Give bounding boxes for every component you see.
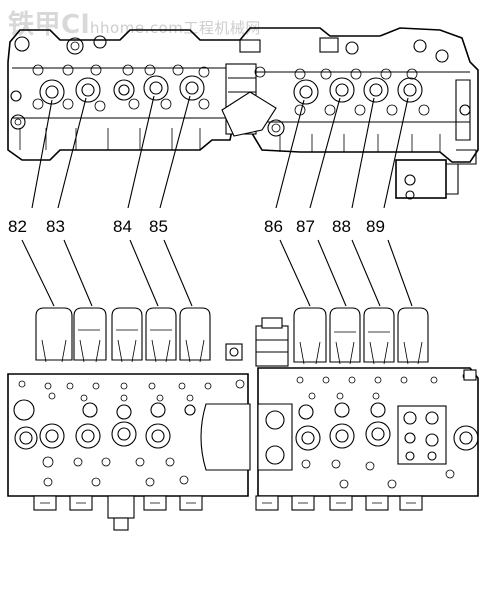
leader-lines [21, 95, 413, 307]
callout-87: 87 [296, 217, 315, 236]
callout-labels: 82 83 84 85 86 87 88 89 [8, 217, 385, 236]
callout-82: 82 [8, 217, 27, 236]
callout-85: 85 [149, 217, 168, 236]
bottom-end-caps [33, 495, 423, 531]
top-spool-ends [39, 75, 423, 105]
watermark-chinese: 工程机械网 [183, 19, 261, 37]
callout-84: 84 [113, 217, 132, 236]
callout-83: 83 [46, 217, 65, 236]
callout-88: 88 [332, 217, 351, 236]
spool-bores [14, 421, 479, 451]
callout-86: 86 [264, 217, 283, 236]
valve-front-view [7, 307, 479, 531]
callout-89: 89 [366, 217, 385, 236]
site-watermark: 铁甲Clhhome.com工程机械网 [8, 4, 261, 41]
watermark-latin: Cl [61, 10, 91, 40]
watermark-domain: hhome.com [90, 19, 184, 37]
valve-top-view [7, 27, 479, 200]
